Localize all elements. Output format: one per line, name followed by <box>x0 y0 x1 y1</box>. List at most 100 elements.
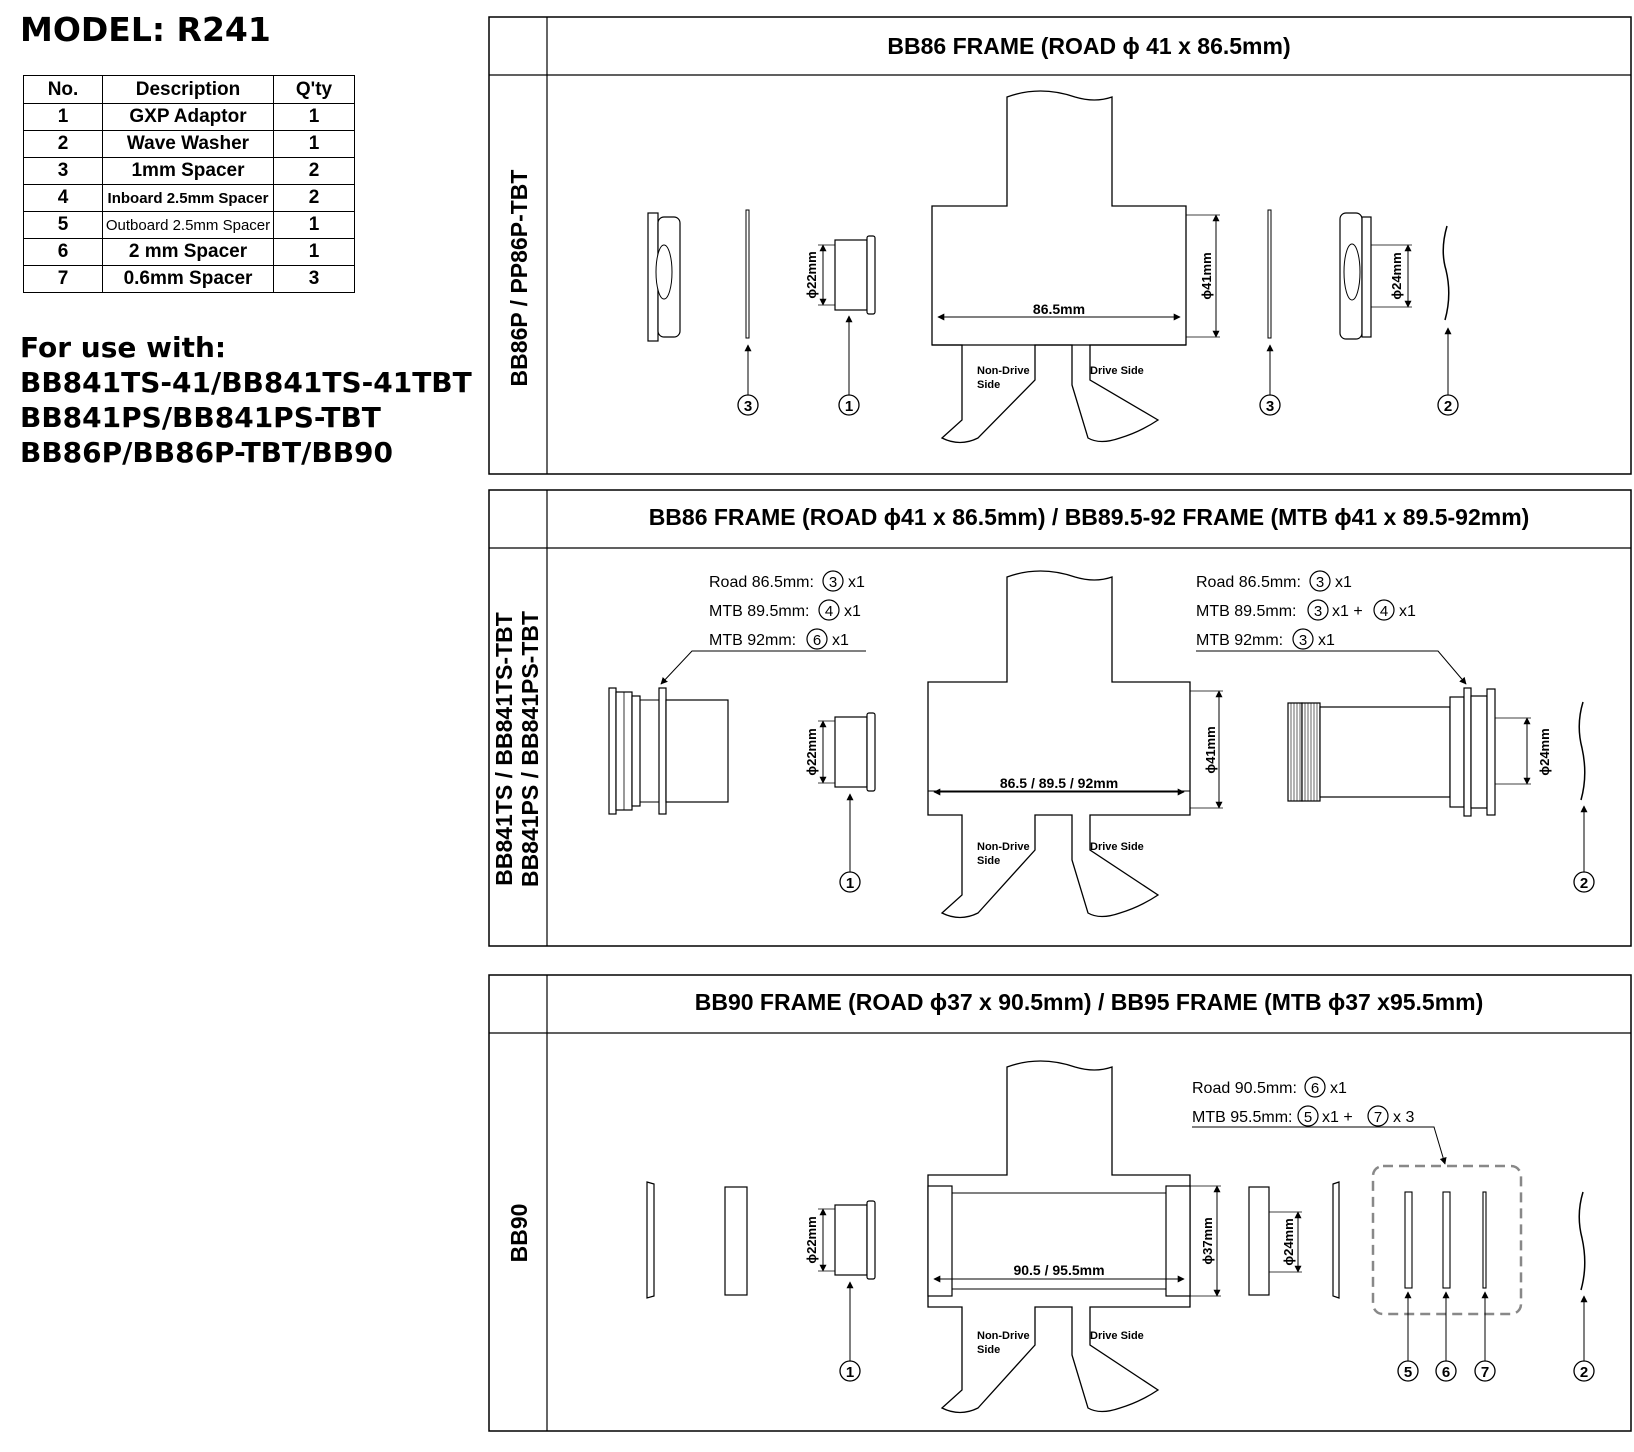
cell-desc: Wave Washer <box>102 130 274 158</box>
callout-number: 1 <box>846 875 854 892</box>
wave-washer <box>1578 1191 1586 1291</box>
compatibility-list: For use with: BB841TS-41/BB841TS-41TBT B… <box>20 330 472 470</box>
callout-circle <box>839 871 861 893</box>
model-title: MODEL: R241 <box>20 10 271 49</box>
dim-d22-label: ϕ22mm <box>804 1216 819 1263</box>
dim-d41-label: ϕ41mm <box>1203 726 1218 773</box>
spacer-6 <box>1442 1191 1451 1289</box>
cell-desc: GXP Adaptor <box>102 103 274 131</box>
dim-width-label: 90.5 / 95.5mm <box>1013 1262 1104 1278</box>
note-qty: x1 <box>1318 632 1335 649</box>
cell-desc: 0.6mm Spacer <box>102 265 274 293</box>
table-header-row: No. Description Q'ty <box>23 75 355 104</box>
callout-circle <box>1397 1360 1419 1382</box>
note-text: MTB 89.5mm: <box>709 603 809 620</box>
drive-side-label: Drive Side <box>1090 841 1144 853</box>
callout-circle <box>1573 1360 1595 1382</box>
left-cup <box>608 687 729 815</box>
note-qty: x1 <box>1335 574 1352 591</box>
note-text: MTB 89.5mm: <box>1196 603 1296 620</box>
panel-side-label: BB90 <box>506 1204 532 1263</box>
dust-cap-left <box>646 1181 655 1299</box>
callout-number: 4 <box>1380 603 1388 620</box>
dust-cap-right <box>1332 1181 1340 1299</box>
callout-circle <box>838 394 860 416</box>
dim-d24-label: ϕ24mm <box>1281 1218 1296 1265</box>
callout-number: 5 <box>1304 1109 1312 1126</box>
callout-number: 4 <box>825 603 833 620</box>
cell-no: 7 <box>23 265 103 293</box>
left-cup <box>647 212 681 342</box>
callout-number: 3 <box>829 574 837 591</box>
gxp-adaptor <box>834 1200 876 1280</box>
compatibility-line: BB86P/BB86P-TBT/BB90 <box>20 436 393 469</box>
spacer <box>658 687 667 815</box>
note-text: MTB 92mm: <box>709 632 796 649</box>
callout-circle <box>1474 1360 1496 1382</box>
wave-washer <box>1578 701 1586 801</box>
callout-number: 7 <box>1481 1364 1489 1381</box>
callout-number: 3 <box>744 398 752 415</box>
note-qty: x1 <box>1399 603 1416 620</box>
col-header-qty: Q'ty <box>273 75 355 104</box>
note-text: Road 90.5mm: <box>1192 1080 1297 1097</box>
note-text: MTB 95.5mm: <box>1192 1109 1292 1126</box>
non-drive-side-label: Non-Drive <box>977 841 1030 853</box>
frame-outline <box>927 1060 1191 1414</box>
dim-width-label: 86.5 / 89.5 / 92mm <box>1000 775 1118 791</box>
callout-number: 3 <box>1316 574 1324 591</box>
parts-table: No. Description Q'ty 1 GXP Adaptor 1 2 W… <box>23 75 355 293</box>
non-drive-side-label: Side <box>977 855 1000 867</box>
panel-side-label: BB86P / PP86P-TBT <box>506 170 532 387</box>
callout-number: 1 <box>845 398 853 415</box>
note-qty: x1 + <box>1322 1109 1353 1126</box>
callout-circle <box>839 1360 861 1382</box>
callout-number: 3 <box>1299 632 1307 649</box>
spacer-notes-right: Road 86.5mm: 3 x1 MTB 89.5mm: 3 x1 + 4 x… <box>1196 570 1467 685</box>
panel-title: BB86 FRAME (ROAD ϕ 41 x 86.5mm) <box>887 33 1290 59</box>
callout-number: 7 <box>1374 1109 1382 1126</box>
right-cup <box>1339 212 1372 340</box>
gxp-adaptor <box>834 712 876 792</box>
cell-desc: 1mm Spacer <box>102 157 274 185</box>
non-drive-side-label: Side <box>977 1344 1000 1356</box>
note-qty: x1 <box>832 632 849 649</box>
optional-spacers-box <box>1371 1164 1523 1316</box>
dim-width-label: 86.5mm <box>1033 301 1085 317</box>
panel-bb841: BB86 FRAME (ROAD ϕ41 x 86.5mm) / BB89.5-… <box>488 489 1632 947</box>
cell-no: 3 <box>23 157 103 185</box>
table-row: 3 1mm Spacer 2 <box>23 157 355 185</box>
cell-no: 4 <box>23 184 103 212</box>
spacer-3 <box>745 209 750 339</box>
frame-outline <box>927 570 1191 919</box>
callout-circle <box>1573 871 1595 893</box>
callout-number: 1 <box>846 1364 854 1381</box>
panel-title: BB90 FRAME (ROAD ϕ37 x 90.5mm) / BB95 FR… <box>695 989 1484 1015</box>
col-header-no: No. <box>23 75 103 104</box>
compatibility-line: BB841PS/BB841PS-TBT <box>20 401 381 434</box>
dim-d24-label: ϕ24mm <box>1389 252 1404 299</box>
spacer <box>1463 687 1472 817</box>
callout-circle <box>1437 394 1459 416</box>
note-qty: x 3 <box>1393 1109 1414 1126</box>
spacer-right <box>1248 1186 1270 1296</box>
panel-frame <box>488 489 1632 947</box>
callout-number: 6 <box>1311 1080 1319 1097</box>
non-drive-side-label: Side <box>977 379 1000 391</box>
drive-side-label: Drive Side <box>1090 365 1144 377</box>
callout-circle <box>737 394 759 416</box>
cell-desc: Outboard 2.5mm Spacer <box>102 211 274 239</box>
callout-number: 3 <box>1266 398 1274 415</box>
note-text: Road 86.5mm: <box>709 574 814 591</box>
frame-outline <box>931 90 1187 444</box>
panel-side-label: BB841PS / BB841PS-TBT <box>517 611 543 887</box>
dim-d24-label: ϕ24mm <box>1537 728 1552 775</box>
dim-d41-label: ϕ41mm <box>1199 252 1214 299</box>
spacer-5 <box>1404 1191 1413 1289</box>
non-drive-side-label: Non-Drive <box>977 1330 1030 1342</box>
panel-frame <box>488 974 1632 1432</box>
gxp-adaptor <box>834 235 876 315</box>
note-qty: x1 <box>844 603 861 620</box>
cell-qty: 1 <box>273 211 355 239</box>
